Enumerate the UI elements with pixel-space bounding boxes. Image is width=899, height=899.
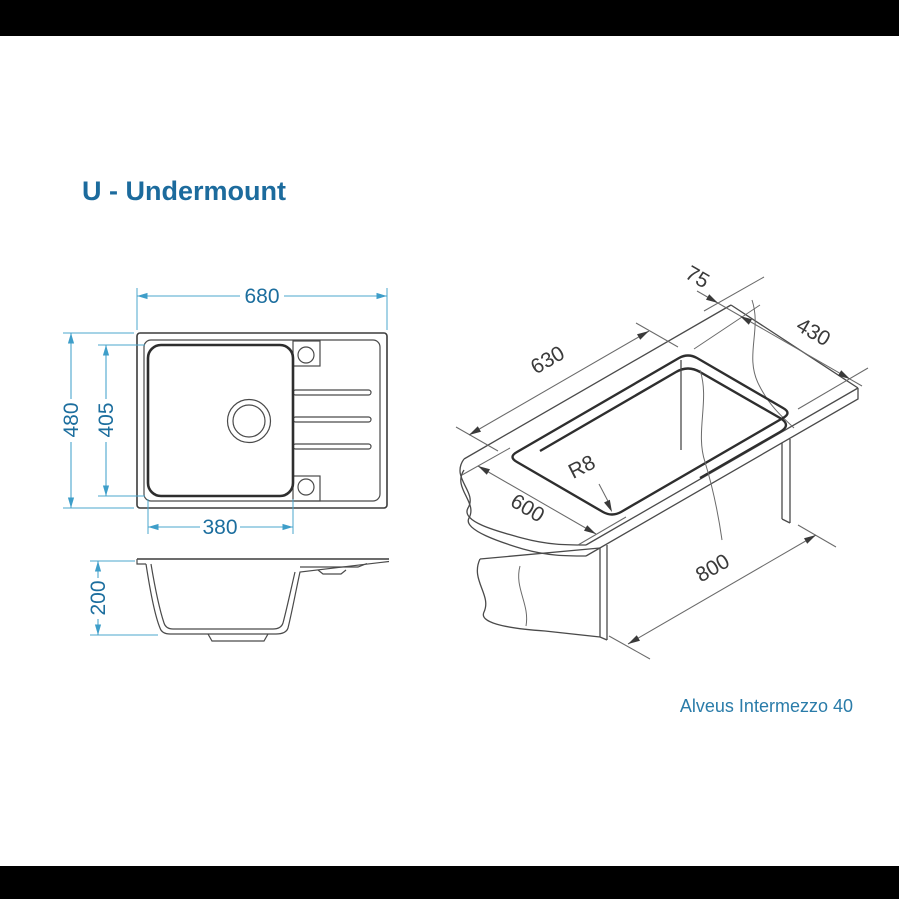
svg-text:800: 800 — [692, 550, 734, 587]
top-view: 680 480 405 — [60, 285, 388, 539]
letterbox-bottom — [0, 866, 899, 899]
plan-tap-hole-bottom — [297, 478, 315, 496]
plan-bowl — [146, 343, 295, 498]
side-drainboard-underside — [300, 562, 368, 568]
side-drainboard-notch — [317, 569, 347, 575]
svg-text:75: 75 — [681, 262, 713, 294]
dim-cutout-length: 630 — [455, 322, 679, 452]
svg-text:405: 405 — [95, 402, 118, 437]
iso-slab-break-face — [460, 469, 587, 557]
svg-text:R8: R8 — [565, 451, 599, 484]
iso-slab-break-top — [459, 458, 587, 546]
plan-sink-outline — [136, 332, 388, 509]
dim-bowl-depth: 405 — [95, 344, 145, 497]
svg-text:480: 480 — [60, 402, 83, 437]
dim-outer-depth: 480 — [60, 332, 134, 509]
svg-text:200: 200 — [87, 580, 110, 615]
side-bowl-inner-wall — [150, 563, 296, 630]
side-bowl-outer-wall — [145, 560, 390, 635]
dim-bowl-width: 380 — [147, 499, 294, 539]
iso-cabinet-right-panel — [781, 439, 791, 524]
dim-cabinet-width: 800 — [608, 524, 837, 660]
plan-drain-inner — [232, 404, 266, 438]
svg-text:430: 430 — [792, 314, 834, 351]
plan-drain-outer — [226, 398, 272, 444]
side-drain-boss — [207, 633, 269, 642]
product-caption: Alveus Intermezzo 40 — [680, 696, 853, 716]
letterbox-top — [0, 0, 899, 36]
dim-worktop-depth: 600 — [461, 447, 627, 546]
iso-slab-back-edge — [463, 304, 732, 460]
dim-rim-offset: 75 — [681, 262, 863, 387]
iso-cutout — [511, 354, 789, 516]
page-title: U - Undermount — [82, 176, 286, 206]
plan-inner-rim — [143, 339, 381, 502]
dim-bowl-height: 200 — [87, 560, 158, 636]
dim-cutout-width: 430 — [792, 314, 869, 410]
plan-groove-1 — [292, 389, 372, 396]
plan-tap-plateau-top — [292, 340, 321, 367]
side-view: 200 — [87, 558, 390, 642]
iso-bowl-break-squiggle — [699, 369, 723, 541]
plan-tap-hole-top — [297, 346, 315, 364]
svg-text:630: 630 — [527, 342, 569, 379]
svg-text:380: 380 — [202, 516, 237, 539]
dim-outer-width: 680 — [136, 285, 388, 330]
side-left-cap — [136, 559, 146, 565]
plan-groove-2 — [292, 416, 372, 423]
iso-slab-break-squiggle — [751, 299, 795, 429]
svg-text:680: 680 — [244, 285, 279, 308]
iso-slab-front-face — [585, 388, 859, 557]
iso-view: 630 75 430 600 — [455, 262, 869, 660]
iso-slab-right-edge — [730, 304, 859, 389]
plan-tap-plateau-bottom — [292, 475, 321, 502]
plan-groove-3 — [292, 443, 372, 450]
svg-text:600: 600 — [506, 490, 548, 528]
iso-cabinet-left-panel — [476, 545, 608, 641]
